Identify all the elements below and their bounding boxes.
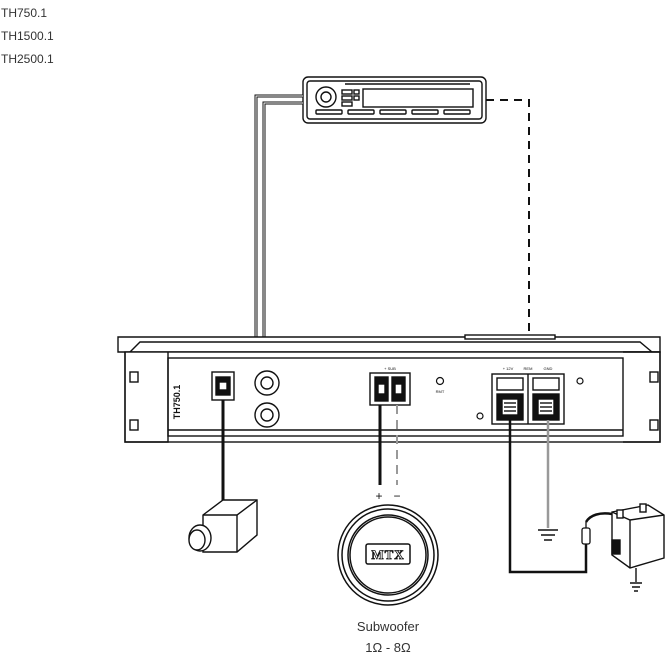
rmt-label: RMT xyxy=(436,389,445,394)
model-name: TH1500.1 xyxy=(1,29,54,43)
impedance-label: 1Ω - 8Ω xyxy=(365,640,411,655)
amplifier-icon xyxy=(117,334,661,443)
remote-turn-on-wire xyxy=(486,99,530,355)
level-remote-knob-icon xyxy=(188,499,258,553)
rca-input-jacks xyxy=(254,370,280,428)
subwoofer-label: Subwoofer xyxy=(356,619,420,634)
model-name: TH2500.1 xyxy=(1,52,54,66)
polarity-negative: − xyxy=(393,489,400,503)
model-name: TH750.1 xyxy=(1,6,48,20)
head-unit-icon xyxy=(302,76,487,124)
subwoofer-caption: Subwoofer 1Ω - 8Ω xyxy=(318,616,458,658)
battery-icon xyxy=(611,503,665,582)
amplifier-model-label: TH750.1 xyxy=(172,385,182,420)
led-indicator xyxy=(435,376,445,386)
subwoofer-icon xyxy=(337,504,439,606)
power-terminals xyxy=(491,373,565,425)
polarity-positive: + xyxy=(375,489,382,503)
remote-port-icon xyxy=(211,371,235,401)
subwoofer-logo: MTX xyxy=(371,547,404,562)
ground-symbol-icon xyxy=(538,529,558,541)
power-wire xyxy=(508,420,588,574)
fuse-holder-icon xyxy=(581,522,591,545)
remote-label: REM xyxy=(524,366,533,371)
speaker-terminal-label: + SUB xyxy=(384,366,396,371)
ground-label: GND xyxy=(544,366,553,371)
model-list: TH750.1 TH1500.1 TH2500.1 xyxy=(1,2,54,71)
power-label: + 12V xyxy=(503,366,514,371)
battery-ground-symbol xyxy=(630,582,642,592)
speaker-terminals xyxy=(369,372,411,406)
